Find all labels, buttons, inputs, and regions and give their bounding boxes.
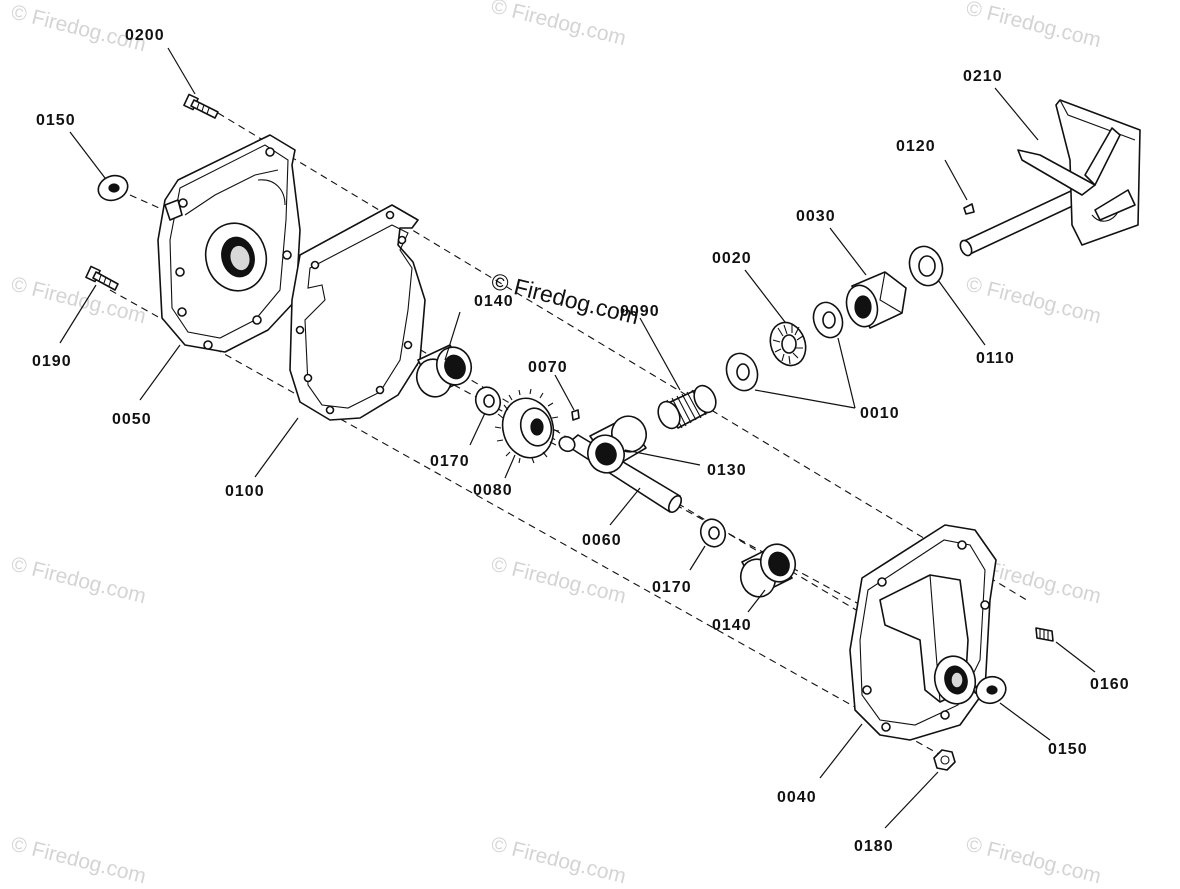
part-label-0130: 0130 <box>707 462 747 479</box>
sleeve-0130 <box>587 415 647 474</box>
key-0120 <box>963 203 975 215</box>
part-label-0180: 0180 <box>854 838 894 855</box>
part-label-0070: 0070 <box>528 359 568 376</box>
lock-nut-0180 <box>933 749 956 771</box>
part-label-0170-lower: 0170 <box>652 579 692 596</box>
part-label-0140-upper: 0140 <box>474 293 514 310</box>
part-label-0050: 0050 <box>112 411 152 428</box>
part-label-0030: 0030 <box>796 208 836 225</box>
leader-lines <box>59 47 1096 829</box>
set-screw-0160 <box>1035 627 1054 642</box>
gasket-0100 <box>289 204 426 421</box>
part-label-0200: 0200 <box>125 27 165 44</box>
watermark: © Firedog.com <box>489 553 628 609</box>
watermark: © Firedog.com <box>964 273 1103 329</box>
washer-0170-upper <box>474 386 502 416</box>
part-label-0120: 0120 <box>896 138 936 155</box>
part-label-0160: 0160 <box>1090 676 1130 693</box>
part-label-0020: 0020 <box>712 250 752 267</box>
part-label-0140-lower: 0140 <box>712 617 752 634</box>
gear-case-0050 <box>157 134 301 353</box>
watermark: © Firedog.com <box>489 0 628 50</box>
part-label-0210: 0210 <box>963 68 1003 85</box>
thrust-bearing-0020 <box>769 321 807 367</box>
part-label-0090: 0090 <box>620 303 660 320</box>
part-label-0170-upper: 0170 <box>430 453 470 470</box>
washer-0110 <box>908 245 944 287</box>
watermark: © Firedog.com <box>489 833 628 889</box>
part-label-0190: 0190 <box>32 353 72 370</box>
worm-gear-0080 <box>494 388 560 464</box>
part-label-0100: 0100 <box>225 483 265 500</box>
part-label-0110: 0110 <box>976 350 1015 367</box>
thrust-washer-0010-left <box>725 352 759 392</box>
center-watermark: © Firedog.com <box>489 268 642 330</box>
worm-0090 <box>657 384 717 430</box>
impeller-shaft-0210 <box>959 99 1141 257</box>
bearing-0140-lower <box>739 543 797 598</box>
nut-0150-right <box>975 675 1007 705</box>
watermark: © Firedog.com <box>9 833 148 889</box>
part-label-0010: 0010 <box>860 405 900 422</box>
washer-0170-lower <box>699 518 727 548</box>
key-0070 <box>571 409 580 421</box>
watermark: © Firedog.com <box>964 833 1103 889</box>
watermark: © Firedog.com <box>9 553 148 609</box>
part-label-0150-right: 0150 <box>1048 741 1088 758</box>
part-label-0040: 0040 <box>777 789 817 806</box>
bolt-0200 <box>183 93 219 119</box>
bearing-housing-0030 <box>845 271 907 329</box>
nut-0150-left <box>97 174 129 202</box>
watermark: © Firedog.com <box>964 0 1103 52</box>
thrust-washer-0010-right <box>812 301 844 339</box>
bearing-0140-upper <box>415 344 473 398</box>
gear-case-0040 <box>849 524 997 741</box>
bolt-0190 <box>85 265 119 291</box>
watermark: © Firedog.com <box>9 273 148 329</box>
part-labels: 0200 0150 0190 0050 0100 0140 0170 0080 … <box>32 27 1130 855</box>
part-label-0080: 0080 <box>473 482 513 499</box>
part-label-0060: 0060 <box>582 532 622 549</box>
part-label-0150-left: 0150 <box>36 112 76 129</box>
